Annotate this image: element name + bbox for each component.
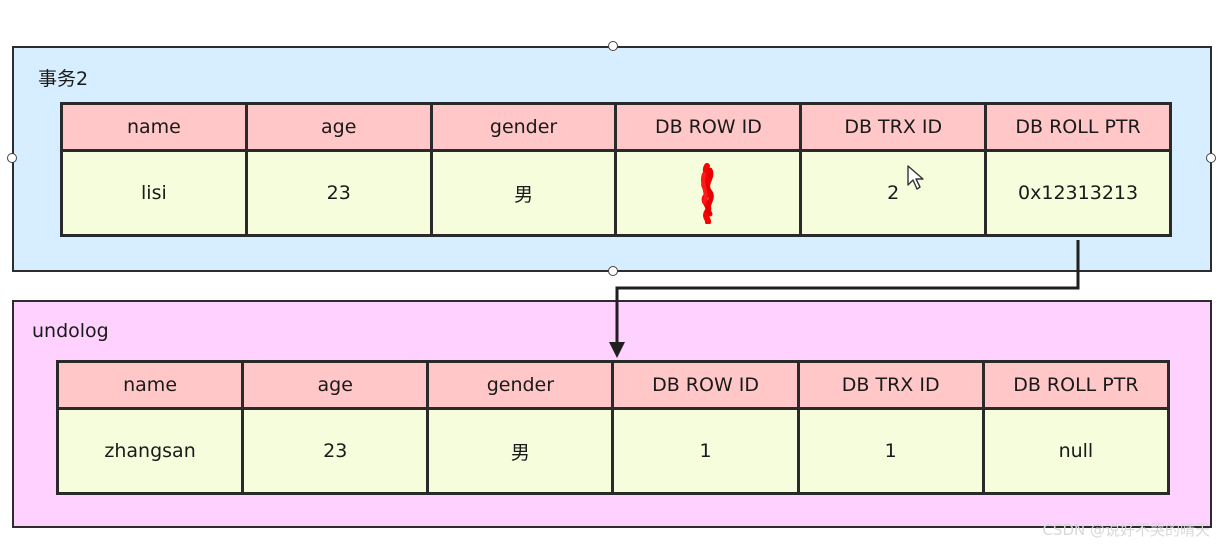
undolog-record-table: name age gender DB ROW ID DB TRX ID DB R… [55,360,1171,495]
header-db-trx-id: DB TRX ID [799,102,988,152]
transaction-2-title: 事务2 [38,68,89,90]
header-db-row-id: DB ROW ID [611,360,800,410]
cell-db-roll-ptr: null [981,407,1171,495]
cell-db-trx-id: 2 [799,149,988,237]
resize-handle-top[interactable] [608,41,618,51]
header-age: age [241,360,430,410]
table-header-row: name age gender DB ROW ID DB TRX ID DB R… [60,102,1172,152]
header-name: name [60,102,248,152]
resize-handle-left[interactable] [7,153,17,163]
cell-db-row-id [614,149,803,237]
resize-handle-bottom[interactable] [608,266,618,276]
table-header-row: name age gender DB ROW ID DB TRX ID DB R… [55,360,1171,410]
cell-name: lisi [60,149,248,237]
undolog-panel: undolog name age gender DB ROW ID DB TRX… [12,300,1212,528]
cell-age: 23 [241,407,430,495]
table-row: lisi 23 男 2 0x12313213 [60,149,1172,237]
header-db-row-id: DB ROW ID [614,102,803,152]
header-age: age [244,102,433,152]
cell-gender: 男 [426,407,615,495]
header-db-roll-ptr: DB ROLL PTR [981,360,1171,410]
header-db-roll-ptr: DB ROLL PTR [984,102,1172,152]
arrow-down-icon [609,342,625,358]
cell-gender: 男 [429,149,618,237]
cell-db-roll-ptr: 0x12313213 [984,149,1172,237]
transaction-2-panel: 事务2 name age gender DB ROW ID DB TRX ID … [12,46,1212,272]
header-gender: gender [426,360,615,410]
mouse-pointer-icon [907,165,924,190]
watermark: CSDN @说好不哭的晴天 [1042,521,1210,539]
resize-handle-right[interactable] [1206,153,1216,163]
red-scribble-mark [701,163,715,224]
header-gender: gender [429,102,618,152]
transaction-2-record-table: name age gender DB ROW ID DB TRX ID DB R… [60,102,1172,237]
cell-age: 23 [244,149,433,237]
header-name: name [55,360,245,410]
undolog-title: undolog [32,320,109,342]
cell-db-trx-id: 1 [796,407,985,495]
header-db-trx-id: DB TRX ID [796,360,985,410]
cell-name: zhangsan [55,407,245,495]
table-row: zhangsan 23 男 1 1 null [55,407,1171,495]
cell-db-row-id: 1 [611,407,800,495]
